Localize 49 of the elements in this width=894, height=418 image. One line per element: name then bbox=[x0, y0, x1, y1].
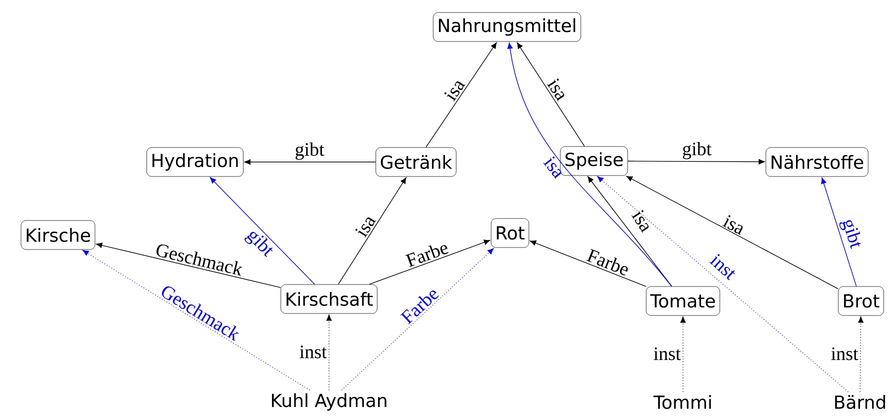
edge-label: isa bbox=[632, 210, 649, 233]
arrow bbox=[628, 159, 765, 164]
edge-label: gibt bbox=[682, 142, 712, 160]
instance-label: Kuhl Aydman bbox=[272, 393, 386, 411]
edge-label: isa bbox=[444, 81, 466, 102]
arrow bbox=[858, 316, 864, 392]
concept-box: Nahrungsmittel bbox=[432, 12, 582, 42]
concept-box: Rot bbox=[490, 218, 530, 248]
arrow bbox=[821, 178, 857, 287]
arrow bbox=[368, 240, 490, 285]
arrow bbox=[244, 159, 376, 165]
concept-box: Nährstoffe bbox=[766, 147, 868, 177]
edge-label: Farbe bbox=[405, 245, 448, 268]
edge-label: isa bbox=[722, 215, 743, 236]
concept-box: Getränk bbox=[376, 147, 456, 177]
edge-label: inst bbox=[654, 347, 681, 360]
arrow bbox=[507, 42, 672, 287]
arrow bbox=[341, 248, 494, 390]
arrow bbox=[530, 240, 646, 287]
arrow bbox=[338, 177, 406, 285]
concept-box: Speise bbox=[560, 146, 628, 176]
instance-label: Bärnd bbox=[835, 395, 886, 409]
edge-label: inst bbox=[831, 347, 858, 360]
instance-label: Tommi bbox=[653, 395, 711, 409]
arrow bbox=[96, 242, 281, 288]
arrow bbox=[588, 176, 672, 287]
edge-label: gibt bbox=[244, 232, 273, 257]
arrow bbox=[426, 42, 497, 148]
edge-label: inst bbox=[300, 346, 327, 358]
edge-label: Geschmack bbox=[156, 244, 242, 276]
concept-box: Hydration bbox=[146, 147, 244, 177]
concept-box: Brot bbox=[838, 286, 884, 316]
arrow bbox=[597, 176, 849, 392]
edge-label: gibt bbox=[839, 220, 861, 249]
edge-label: gibt bbox=[296, 142, 324, 160]
edge-label: isa bbox=[355, 217, 376, 238]
edge-label: Farbe bbox=[586, 248, 628, 276]
concept-box: Kirsche bbox=[20, 220, 96, 250]
arrow bbox=[210, 177, 315, 285]
arrow bbox=[326, 314, 332, 390]
arrow bbox=[516, 42, 585, 147]
edge-label: isa bbox=[543, 156, 562, 180]
edge-label: isa bbox=[546, 78, 564, 102]
arrow bbox=[82, 250, 310, 390]
arrow bbox=[626, 176, 838, 290]
edge-label: inst bbox=[709, 254, 735, 280]
arrow bbox=[680, 316, 686, 392]
concept-box: Tomate bbox=[646, 286, 720, 316]
concept-box: Kirschsaft bbox=[280, 284, 378, 314]
